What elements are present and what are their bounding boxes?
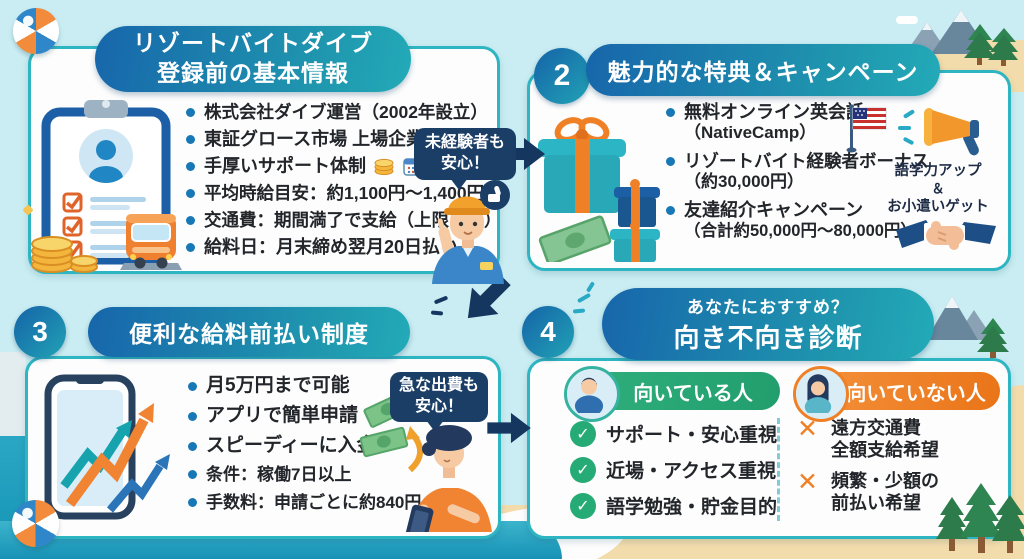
suited-list: ✓サポート・安心重視 ✓近場・アクセス重視 ✓語学勉強・貯金目的 xyxy=(570,420,777,519)
trees-icon xyxy=(977,318,1009,358)
avatar xyxy=(793,366,849,422)
beach-ball-icon xyxy=(12,500,59,547)
worker-character xyxy=(432,196,504,284)
list-item: ✕ 遠方交通費 全額支給希望 xyxy=(797,415,939,461)
list-item: 友達紹介キャンペーン （合計約50,000円～80,000円） xyxy=(666,200,917,241)
sparkle-icon xyxy=(898,126,911,130)
beach-ball-icon xyxy=(13,8,59,54)
panel3-title: 便利な給料前払い制度 xyxy=(88,307,410,357)
list-item: 平均時給目安：約1,100円～1,400円 xyxy=(186,182,492,204)
bullet-dot-icon xyxy=(188,412,197,421)
list-item: アプリで簡単申請 xyxy=(188,404,418,428)
bullet-dot-icon xyxy=(186,216,195,225)
smartphone-user-character xyxy=(404,425,492,532)
bullet-dot-icon xyxy=(188,498,197,507)
list-item: 給料日：月末締め翌月20日払い xyxy=(186,236,492,258)
list-item: 条件：稼働7日以上 xyxy=(188,464,418,486)
not-suited-list: ✕ 遠方交通費 全額支給希望 ✕ 頻繁・少額の 前払い希望 xyxy=(797,417,939,514)
bullet-dot-icon xyxy=(186,108,195,117)
avatar xyxy=(564,366,620,422)
bullet-dot-icon xyxy=(186,161,195,171)
list-item: 月5万円まで可能 xyxy=(188,374,418,398)
trees-icon xyxy=(936,483,1024,553)
cross-icon: ✕ xyxy=(797,468,818,496)
bullet-dot-icon xyxy=(188,442,197,451)
list-item: ✓近場・アクセス重視 xyxy=(570,456,777,483)
bullet-dot-icon xyxy=(666,206,675,215)
sparkle-icon xyxy=(576,292,592,304)
arrow-down-left-icon xyxy=(467,275,511,319)
side-note: 語学力アップ ＆ お小遣いゲット xyxy=(887,163,989,215)
bullet-dot-icon xyxy=(666,108,675,117)
speech-bubble: 未経験者も 安心！ xyxy=(414,128,516,190)
list-item: 東証グロース市場 上場企業 xyxy=(186,128,492,150)
panel4-title-line2: 向き不向き診断 xyxy=(673,323,863,353)
coins-icon xyxy=(31,236,98,273)
panel1-title-line2: 登録前の基本情報 xyxy=(157,60,349,86)
column-divider xyxy=(777,418,780,521)
panel3-number: 3 xyxy=(14,306,66,358)
list-item: 無料オンライン英会話 （NativeCamp） xyxy=(666,102,916,143)
bullet-dot-icon xyxy=(186,243,195,252)
train-icon xyxy=(120,214,182,270)
arrow-right-icon xyxy=(487,412,531,444)
list-item: 手数料：申請ごとに約840円 xyxy=(188,492,421,514)
sparkle-icon xyxy=(433,295,449,305)
check-icon: ✓ xyxy=(570,456,596,483)
panel3-bullet-list: 月5万円まで可能 アプリで簡単申請 スピーディーに入金 条件：稼働7日以上 手数… xyxy=(188,374,421,514)
gift-boxes-icon xyxy=(538,117,660,262)
window-decor xyxy=(0,352,26,436)
list-item: スピーディーに入金 xyxy=(188,434,418,458)
panel4-title: あなたにおすすめ？ 向き不向き診断 xyxy=(602,288,934,360)
panel4-number: 4 xyxy=(522,306,574,358)
panel2-bullet-list: 無料オンライン英会話 （NativeCamp） リゾートバイト経験者ボーナス （… xyxy=(666,102,929,241)
list-item: ✓語学勉強・貯金目的 xyxy=(570,492,777,519)
panel2-title: 魅力的な特典＆キャンペーン xyxy=(586,44,940,96)
bullet-dot-icon xyxy=(188,470,197,479)
bullet-dot-icon xyxy=(666,157,675,166)
suited-header-pill: 向いている人 xyxy=(588,372,780,410)
sparkle-icon xyxy=(430,310,444,316)
list-item: ✓サポート・安心重視 xyxy=(570,420,777,447)
check-icon: ✓ xyxy=(570,420,596,447)
panel2-number: 2 xyxy=(534,48,590,104)
list-item: 交通費：期間満了で支給（上限あり） xyxy=(186,209,502,231)
panel4-title-line1: あなたにおすすめ？ xyxy=(687,298,849,317)
thumbs-up-icon xyxy=(480,180,510,210)
list-item: リゾートバイト経験者ボーナス （約30,000円） xyxy=(666,151,929,192)
list-item: 株式会社ダイブ運営（2002年設立） xyxy=(186,101,492,123)
bullet-dot-icon xyxy=(188,382,197,391)
bullet-dot-icon xyxy=(186,189,195,198)
coins-icon xyxy=(374,158,394,176)
trees-icon xyxy=(964,24,1018,66)
cloud-icon xyxy=(896,16,918,24)
sparkle-icon xyxy=(585,281,596,293)
megaphone-icon xyxy=(924,108,979,156)
list-item: ✕ 頻繁・少額の 前払い希望 xyxy=(797,468,939,514)
mountains-icon xyxy=(926,296,990,340)
speech-bubble: 急な出費も 安心！ xyxy=(390,372,488,432)
handshake-icon xyxy=(896,220,996,250)
panel1-title: リゾートバイトダイブ 登録前の基本情報 xyxy=(95,26,411,92)
panel1-title-line1: リゾートバイトダイブ xyxy=(133,30,373,57)
cross-icon: ✕ xyxy=(797,415,818,443)
us-flag-icon xyxy=(846,104,887,153)
phone-chart-icon xyxy=(44,374,170,520)
clipboard-icon xyxy=(41,100,171,265)
sparkle-icon xyxy=(572,308,586,314)
arrow-right-icon xyxy=(499,138,545,170)
check-icon: ✓ xyxy=(570,492,596,519)
bullet-dot-icon xyxy=(186,135,195,144)
